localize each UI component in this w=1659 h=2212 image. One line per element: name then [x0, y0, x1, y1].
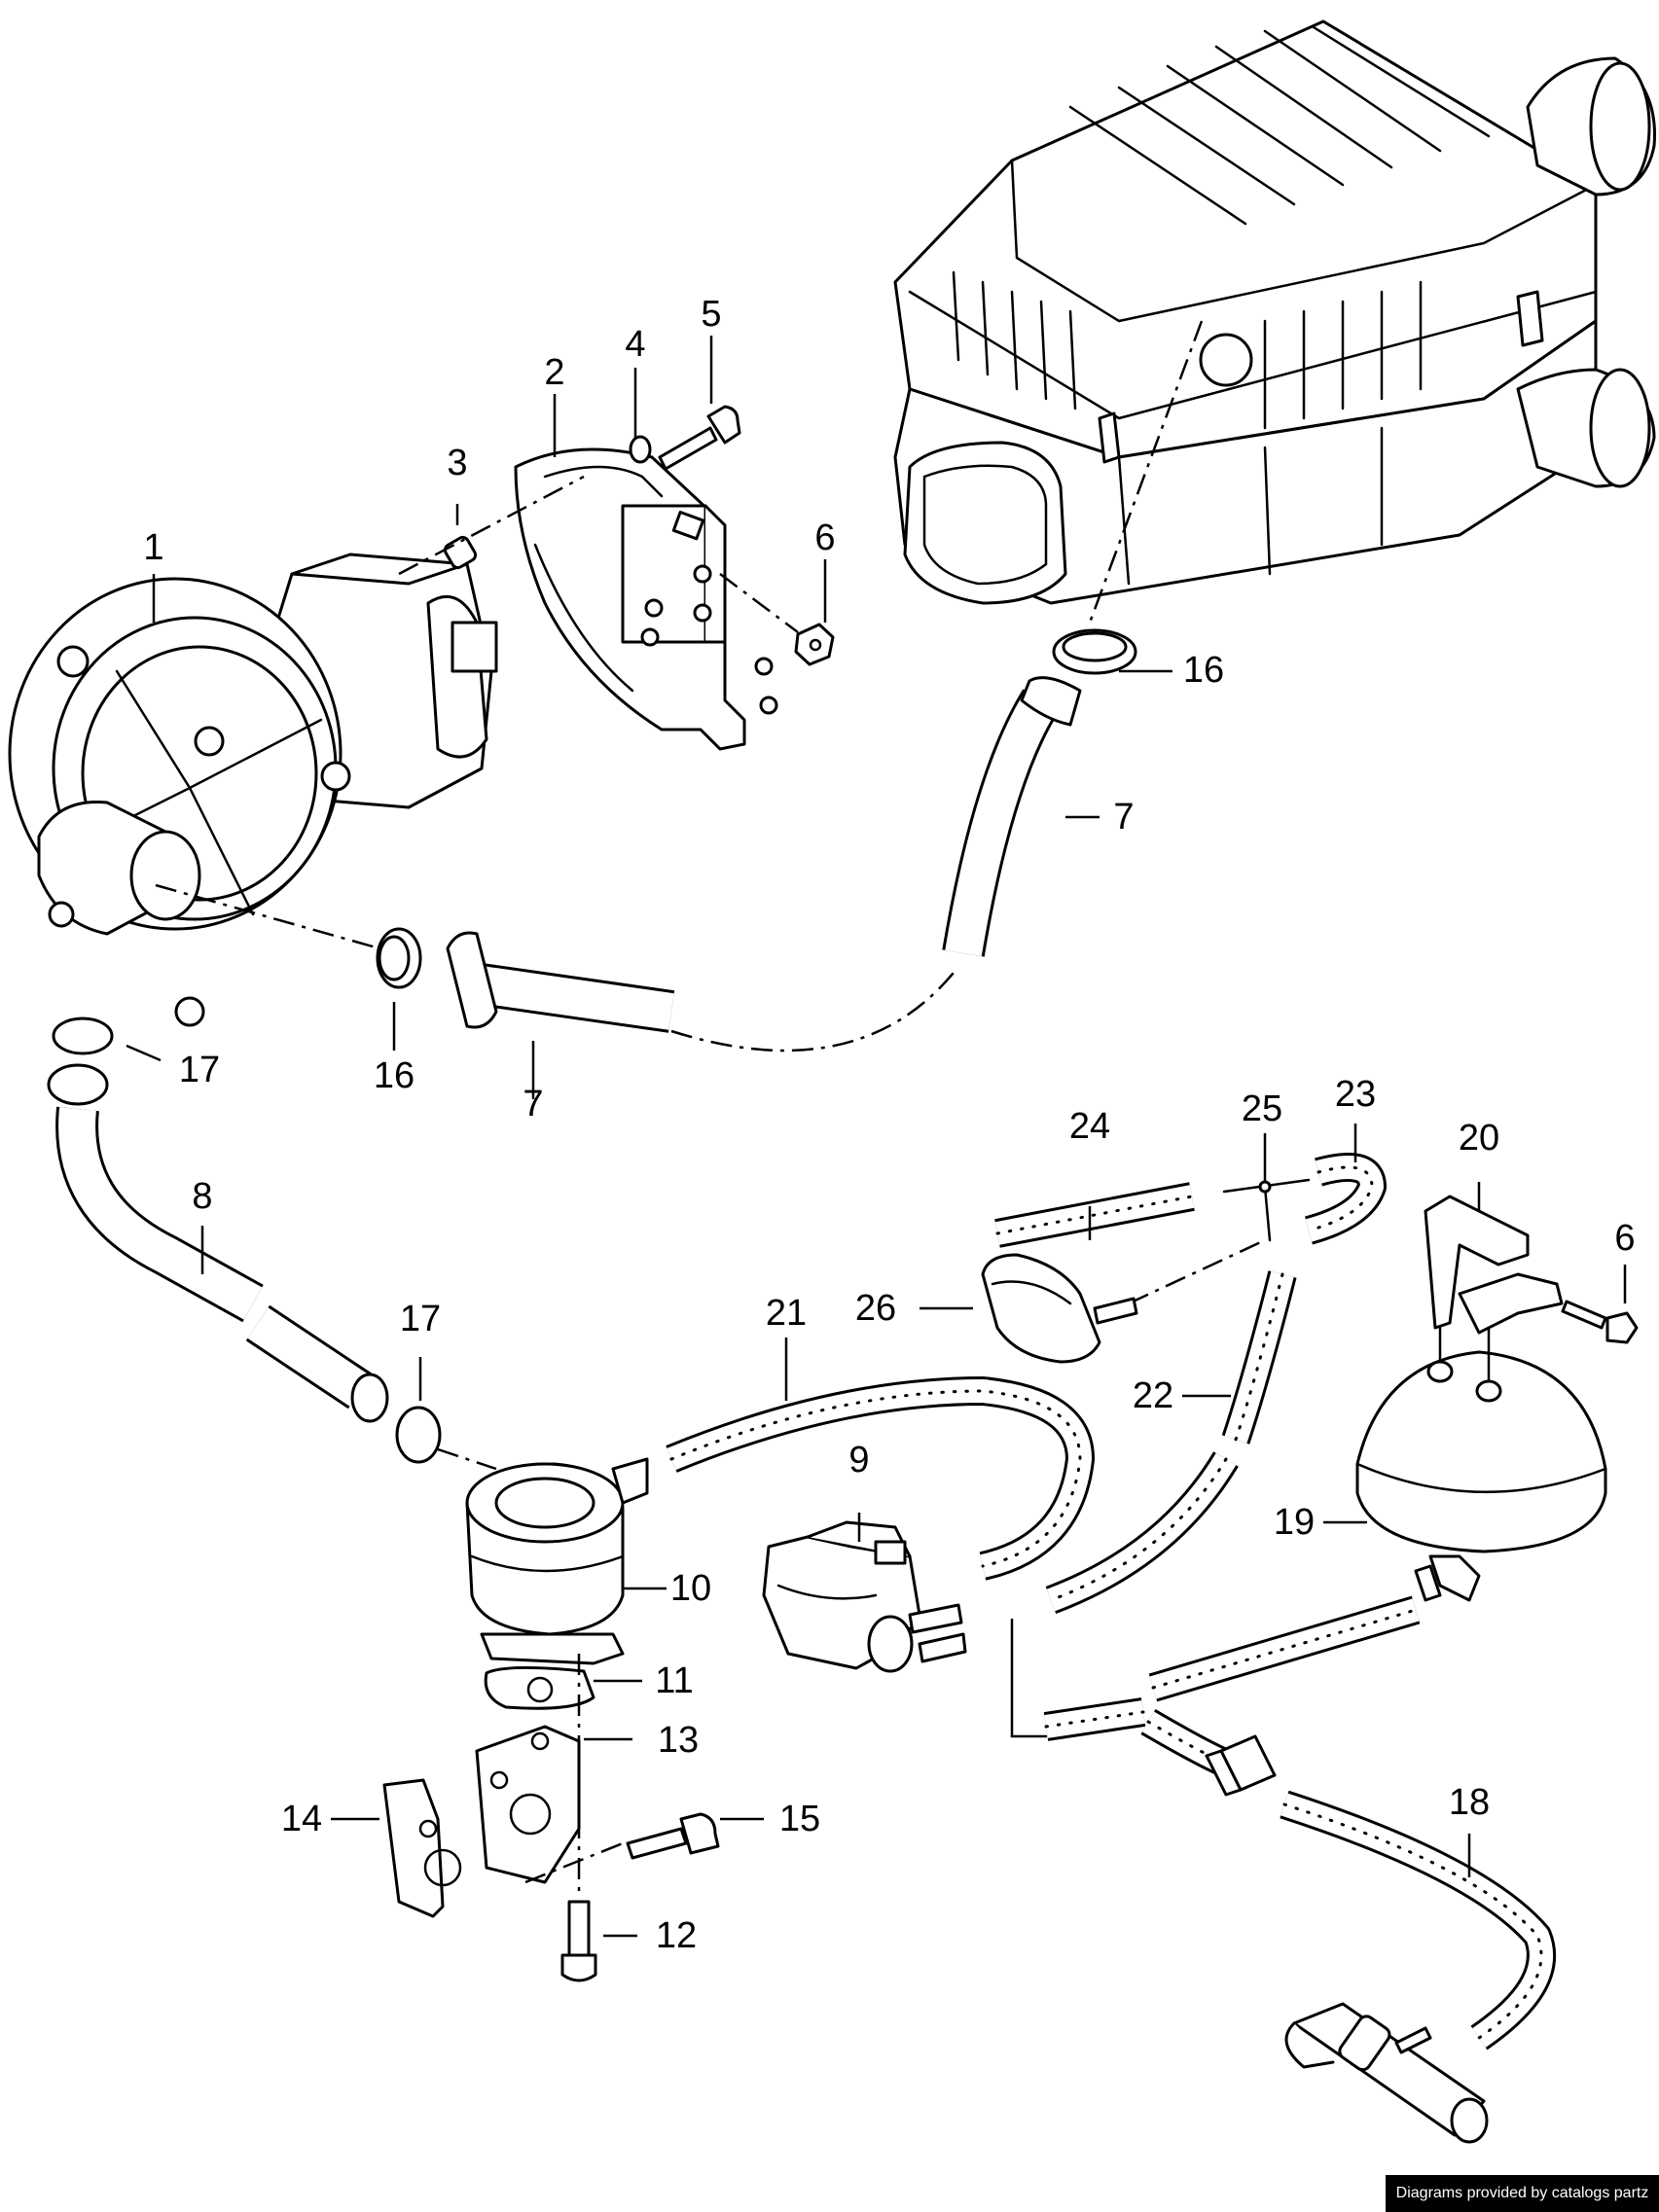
callout-15: 15 — [779, 1799, 820, 1839]
callout-7: 7 — [523, 1084, 543, 1124]
callout-1: 1 — [143, 527, 163, 568]
callout-4: 4 — [625, 324, 645, 365]
callout-17: 17 — [179, 1050, 220, 1090]
intake-connector[interactable] — [1284, 2002, 1489, 2144]
callout-6: 6 — [1614, 1218, 1635, 1259]
vacuum-hose-18[interactable] — [1043, 1595, 1556, 2051]
callout-25: 25 — [1242, 1088, 1282, 1129]
callout-24: 24 — [1069, 1106, 1110, 1147]
callout-12: 12 — [656, 1915, 697, 1956]
callout-7: 7 — [1113, 797, 1134, 838]
flange-gasket[interactable] — [382, 1778, 462, 1918]
callout-21: 21 — [766, 1293, 807, 1334]
reservoir-bracket[interactable] — [1424, 1195, 1564, 1403]
callout-11: 11 — [655, 1660, 693, 1701]
callout-5: 5 — [701, 294, 721, 335]
callout-3: 3 — [447, 443, 467, 483]
callout-labels: 1 2 3 4 5 6 16 7 17 16 7 8 17 21 24 25 2… — [143, 294, 1635, 1956]
solenoid-valve[interactable] — [762, 1520, 967, 1673]
air-filter-housing[interactable] — [893, 19, 1656, 605]
callout-14: 14 — [281, 1799, 322, 1839]
bolt[interactable] — [658, 405, 741, 471]
secondary-air-pump[interactable] — [8, 553, 498, 1027]
callout-6: 6 — [814, 517, 835, 558]
callout-26: 26 — [855, 1288, 896, 1329]
callout-16: 16 — [374, 1055, 415, 1096]
combination-valve[interactable] — [465, 1457, 649, 1665]
bolt-15[interactable] — [626, 1812, 720, 1860]
vacuum-hose-22[interactable] — [1045, 1270, 1297, 1615]
non-return-valve[interactable] — [1205, 1734, 1277, 1797]
vacuum-hose-23[interactable] — [1304, 1153, 1387, 1245]
air-hose[interactable] — [446, 676, 1082, 1052]
vacuum-hose-24[interactable] — [994, 1182, 1195, 1248]
connecting-flange[interactable] — [475, 1725, 581, 1884]
gasket[interactable] — [484, 1665, 595, 1710]
callout-16: 16 — [1183, 650, 1224, 691]
nut[interactable] — [794, 623, 835, 666]
callout-20: 20 — [1459, 1118, 1499, 1159]
bolt-12[interactable] — [560, 1900, 597, 1982]
t-piece[interactable] — [1222, 1178, 1311, 1242]
callout-13: 13 — [658, 1720, 699, 1761]
vacuum-hose-21[interactable] — [666, 1376, 1095, 1581]
callout-17: 17 — [400, 1299, 441, 1339]
callout-8: 8 — [192, 1176, 212, 1217]
vacuum-reservoir[interactable] — [1355, 1350, 1607, 1602]
callout-18: 18 — [1449, 1782, 1490, 1823]
callout-23: 23 — [1335, 1074, 1376, 1115]
washer[interactable] — [629, 435, 652, 464]
pump-outlet-hose[interactable] — [47, 1063, 389, 1423]
leader-lines — [126, 336, 1627, 1938]
credit-banner: Diagrams provided by catalogs partz — [1386, 2175, 1659, 2212]
callout-2: 2 — [544, 352, 564, 393]
hose-clamp[interactable] — [376, 628, 1137, 989]
pump-bracket[interactable] — [514, 447, 778, 751]
bolt-6b[interactable] — [1561, 1300, 1639, 1344]
callout-19: 19 — [1274, 1502, 1315, 1543]
hose-clamp-17[interactable] — [52, 1017, 442, 1464]
callout-22: 22 — [1133, 1375, 1173, 1416]
vacuum-unit[interactable] — [981, 1253, 1138, 1364]
callout-9: 9 — [848, 1440, 869, 1481]
callout-10: 10 — [670, 1568, 711, 1609]
